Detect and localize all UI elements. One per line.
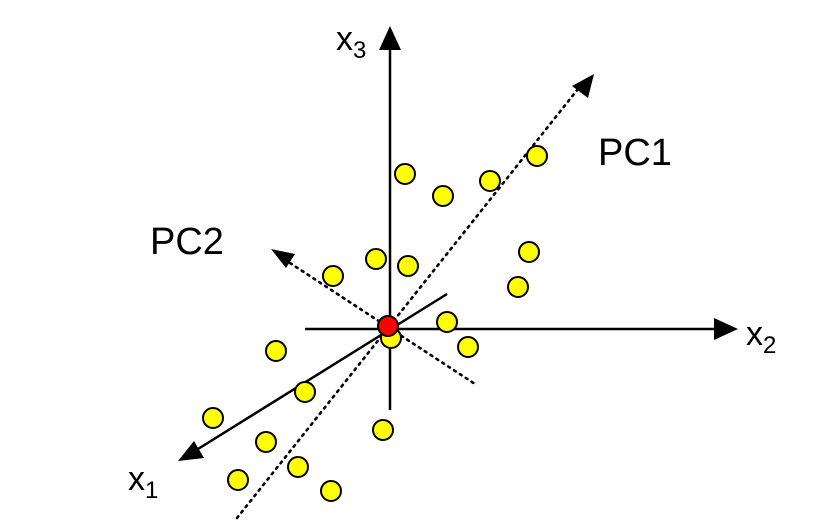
data-point [322, 265, 344, 287]
data-point [526, 145, 548, 167]
data-point [287, 456, 309, 478]
pc2-label: PC2 [150, 221, 224, 263]
x2-label: x2 [746, 315, 776, 359]
pc2-axis [288, 261, 477, 386]
x1-axis [197, 292, 448, 451]
x3-label: x3 [336, 20, 366, 64]
data-point [479, 170, 501, 192]
data-point [457, 336, 479, 358]
data-point [202, 407, 224, 429]
data-point [436, 311, 458, 333]
pc1-arrowhead [572, 74, 594, 98]
x1-label: x1 [128, 460, 158, 504]
data-point [255, 431, 277, 453]
pc1-axis [235, 87, 580, 520]
data-point [365, 248, 387, 270]
data-point [507, 276, 529, 298]
mean-point [377, 315, 399, 337]
data-point [518, 241, 540, 263]
data-point [432, 185, 454, 207]
data-point [265, 340, 287, 362]
data-point [227, 469, 249, 491]
data-point [397, 255, 419, 277]
data-point [294, 381, 316, 403]
x3-arrowhead [379, 26, 401, 50]
data-points [202, 145, 548, 502]
x2-arrowhead [714, 318, 738, 340]
data-point [372, 419, 394, 441]
data-point [394, 163, 416, 185]
x1-arrowhead [178, 441, 204, 461]
pc1-label: PC1 [598, 132, 672, 174]
data-point [320, 480, 342, 502]
pc2-arrowhead [271, 249, 295, 268]
